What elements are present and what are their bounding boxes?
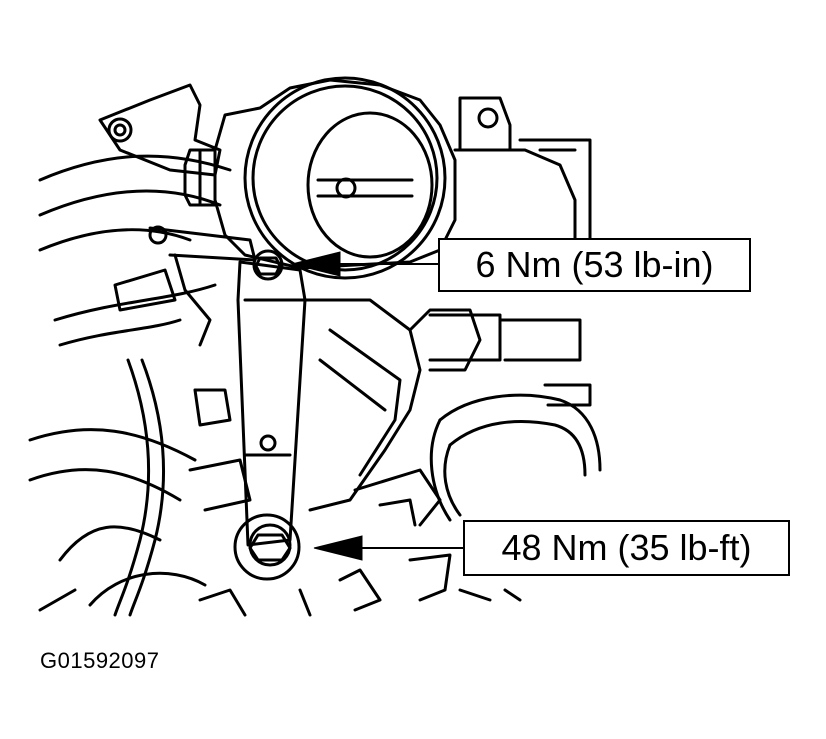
intake-plenum bbox=[298, 298, 482, 512]
lower-components bbox=[188, 388, 522, 617]
torque-label-upper: 6 Nm (53 lb-in) bbox=[475, 244, 714, 285]
mounting-bracket bbox=[98, 83, 222, 177]
torque-callout-lower: 48 Nm (35 lb-ft) bbox=[463, 520, 790, 576]
support-bracket bbox=[236, 260, 307, 547]
upper-bolt bbox=[252, 249, 284, 281]
upper-arrow-head bbox=[291, 251, 341, 277]
linkage-rod bbox=[113, 225, 257, 347]
torque-label-lower: 48 Nm (35 lb-ft) bbox=[501, 527, 752, 568]
coolant-hoses bbox=[428, 313, 602, 522]
sensor-housing bbox=[453, 96, 592, 262]
wire-harness bbox=[113, 358, 166, 617]
figure-id: G01592097 bbox=[40, 648, 160, 673]
torque-callout-upper: 6 Nm (53 lb-in) bbox=[438, 238, 751, 292]
throttle-body bbox=[183, 76, 457, 280]
lower-arrow-head bbox=[313, 535, 363, 561]
intake-runner-lines bbox=[28, 154, 232, 612]
callout-arrows bbox=[291, 251, 463, 561]
lower-bolt bbox=[233, 513, 301, 581]
